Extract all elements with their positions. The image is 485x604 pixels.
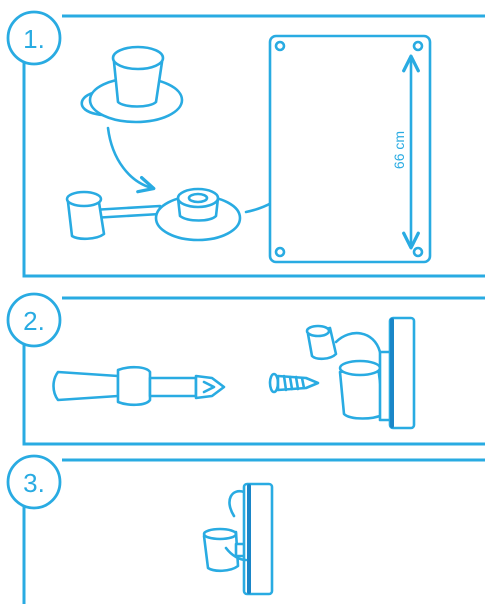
step-number-2: 2. xyxy=(23,306,45,336)
screw-icon xyxy=(268,372,320,394)
holder-parts-icon xyxy=(65,187,242,242)
step-number-1: 1. xyxy=(23,24,45,54)
assembled-holder-icon xyxy=(202,482,274,596)
step-1-badge: 1. xyxy=(6,10,62,66)
cup-holder-icon xyxy=(80,45,184,124)
measurement-label: 66 cm xyxy=(391,131,407,169)
screwdriver-icon xyxy=(52,365,226,407)
step-number-3: 3. xyxy=(23,468,45,498)
assembled-holder-icon xyxy=(305,316,416,430)
step-1-panel: 66 cm 1. xyxy=(6,10,485,278)
step-2-frame xyxy=(22,296,485,446)
step-2-panel: 2. xyxy=(6,292,485,446)
curved-arrow-icon xyxy=(106,126,156,194)
step-3-panel: 3. xyxy=(6,454,485,604)
step-2-badge: 2. xyxy=(6,292,62,348)
step-1-frame xyxy=(22,14,485,278)
step-3-badge: 3. xyxy=(6,454,62,510)
mounting-plate-icon xyxy=(268,34,432,264)
